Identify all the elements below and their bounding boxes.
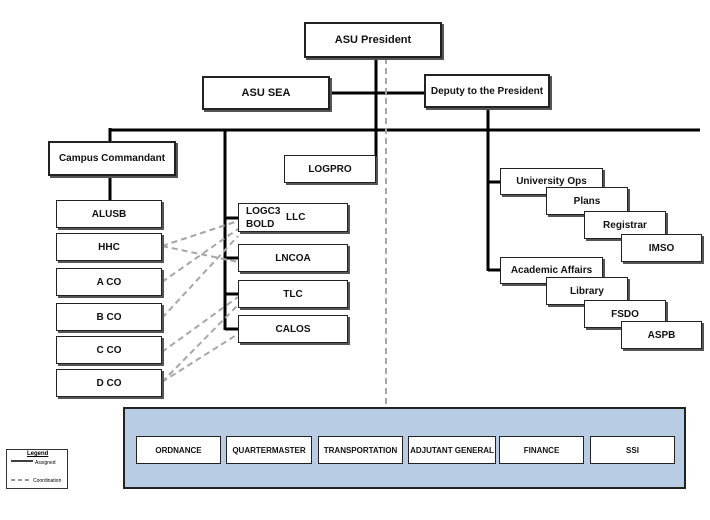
school-box-adjutant-general: ADJUTANT GENERAL: [408, 436, 496, 464]
lncoa-box: LNCOA: [238, 244, 348, 272]
school-box-transportation: TRANSPORTATION: [318, 436, 403, 464]
school-label: ADJUTANT GENERAL: [410, 445, 494, 455]
school-label: FINANCE: [523, 445, 560, 455]
academic-affairs-label: Academic Affairs: [510, 265, 593, 276]
tlc-box: TLC: [238, 280, 348, 308]
imso-label: IMSO: [648, 242, 675, 254]
unit-label: C CO: [96, 344, 122, 356]
school-label: TRANSPORTATION: [323, 445, 398, 455]
unit-label: HHC: [98, 241, 120, 253]
plans-box: Plans: [546, 187, 628, 215]
unit-label: ALUSB: [91, 208, 127, 220]
school-label: SSI: [626, 445, 639, 455]
llc-box: LOGC3 BOLD LLC: [238, 203, 348, 232]
asu-president-label: ASU President: [334, 34, 412, 46]
plans-label: Plans: [573, 195, 601, 207]
asu-president-box: ASU President: [304, 22, 442, 58]
llc-label: LLC: [286, 212, 306, 223]
unit-box-bco: B CO: [56, 303, 162, 331]
deputy-label: Deputy to the President: [430, 85, 544, 97]
unit-box-aco: A CO: [56, 268, 162, 296]
bold-label: BOLD: [246, 219, 275, 230]
unit-box-cco: C CO: [56, 336, 162, 364]
school-box-ssi: SSI: [590, 436, 675, 464]
tlc-label: TLC: [283, 288, 303, 300]
calos-label: CALOS: [275, 323, 311, 335]
deputy-box: Deputy to the President: [424, 74, 550, 108]
unit-box-dco: D CO: [56, 369, 162, 397]
unit-box-hhc: HHC: [56, 233, 162, 261]
school-box-finance: FINANCE: [499, 436, 584, 464]
legend-assigned-label: Assigned: [35, 460, 56, 466]
school-box-quartermaster: QUARTERMASTER: [226, 436, 312, 464]
school-label: QUARTERMASTER: [232, 445, 306, 455]
legend-coordination-label: Coordination: [33, 478, 62, 484]
campus-commandant-box: Campus Commandant: [48, 141, 176, 176]
school-label: ORDNANCE: [155, 445, 202, 455]
asu-sea-box: ASU SEA: [202, 76, 330, 110]
university-ops-label: University Ops: [516, 176, 587, 187]
unit-label: B CO: [96, 311, 122, 323]
unit-label: A CO: [96, 276, 122, 288]
registrar-label: Registrar: [603, 219, 647, 231]
aspb-label: ASPB: [647, 329, 676, 341]
logpro-label: LOGPRO: [308, 163, 352, 175]
unit-label: D CO: [96, 377, 122, 389]
fsdo-label: FSDO: [611, 308, 639, 320]
legend-assigned-line: [11, 460, 33, 462]
legend-coordination-line: [11, 479, 31, 481]
lncoa-label: LNCOA: [275, 252, 311, 264]
legend: Legend Assigned Coordination: [6, 449, 68, 489]
aspb-box: ASPB: [621, 321, 702, 349]
campus-commandant-label: Campus Commandant: [58, 153, 166, 164]
legend-title: Legend: [27, 451, 49, 457]
logpro-box: LOGPRO: [284, 155, 376, 183]
schools-panel: ORDNANCE QUARTERMASTER TRANSPORTATION AD…: [123, 407, 686, 489]
calos-box: CALOS: [238, 315, 348, 343]
asu-sea-label: ASU SEA: [241, 87, 291, 99]
imso-box: IMSO: [621, 234, 702, 262]
unit-box-alusb: ALUSB: [56, 200, 162, 228]
logc3-label: LOGC3: [246, 206, 281, 217]
school-box-ordnance: ORDNANCE: [136, 436, 221, 464]
library-label: Library: [570, 285, 604, 297]
